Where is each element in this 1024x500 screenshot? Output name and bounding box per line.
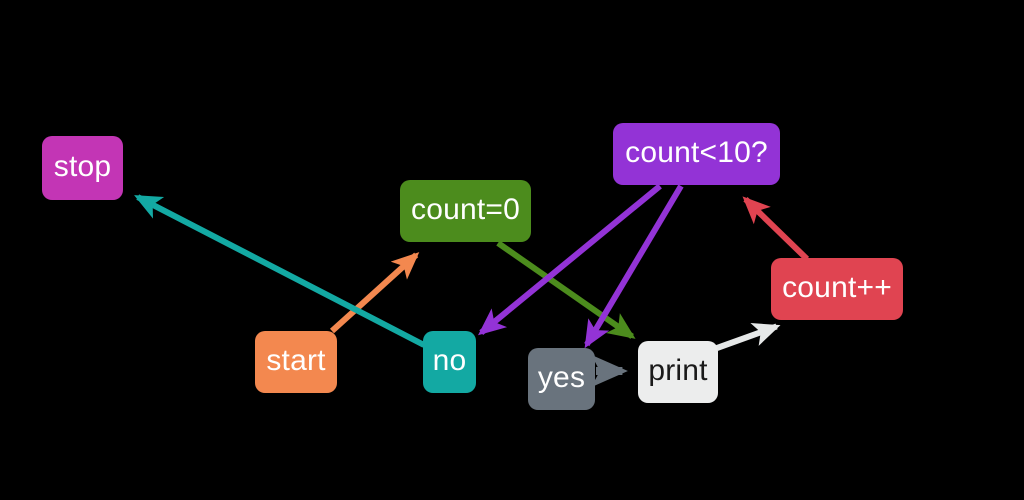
edge-countlt-to-yes — [584, 184, 684, 349]
node-countpp[interactable]: count++ — [771, 258, 903, 320]
node-countlt[interactable]: count<10? — [613, 123, 780, 185]
node-label-start: start — [266, 344, 326, 377]
node-no[interactable]: no — [423, 331, 476, 393]
edge-start-to-count0 — [329, 252, 420, 334]
node-label-stop: stop — [53, 150, 112, 183]
node-label-count0: count=0 — [411, 193, 520, 226]
edge-no-to-stop — [134, 194, 426, 348]
node-label-print: print — [648, 354, 708, 387]
node-count0[interactable]: count=0 — [400, 180, 531, 242]
edge-countpp-to-countlt — [742, 196, 810, 262]
node-label-countlt: count<10? — [625, 136, 768, 169]
edge-countlt-to-no — [478, 183, 662, 336]
node-yes[interactable]: yes — [528, 348, 595, 410]
node-label-no: no — [432, 344, 467, 377]
node-label-countpp: count++ — [782, 271, 892, 304]
node-print[interactable]: print — [638, 341, 718, 403]
edge-count0-to-print — [496, 240, 636, 339]
node-start[interactable]: start — [255, 331, 337, 393]
node-stop[interactable]: stop — [42, 136, 123, 200]
node-label-yes: yes — [537, 361, 586, 394]
edge-print-to-countpp — [715, 323, 781, 351]
